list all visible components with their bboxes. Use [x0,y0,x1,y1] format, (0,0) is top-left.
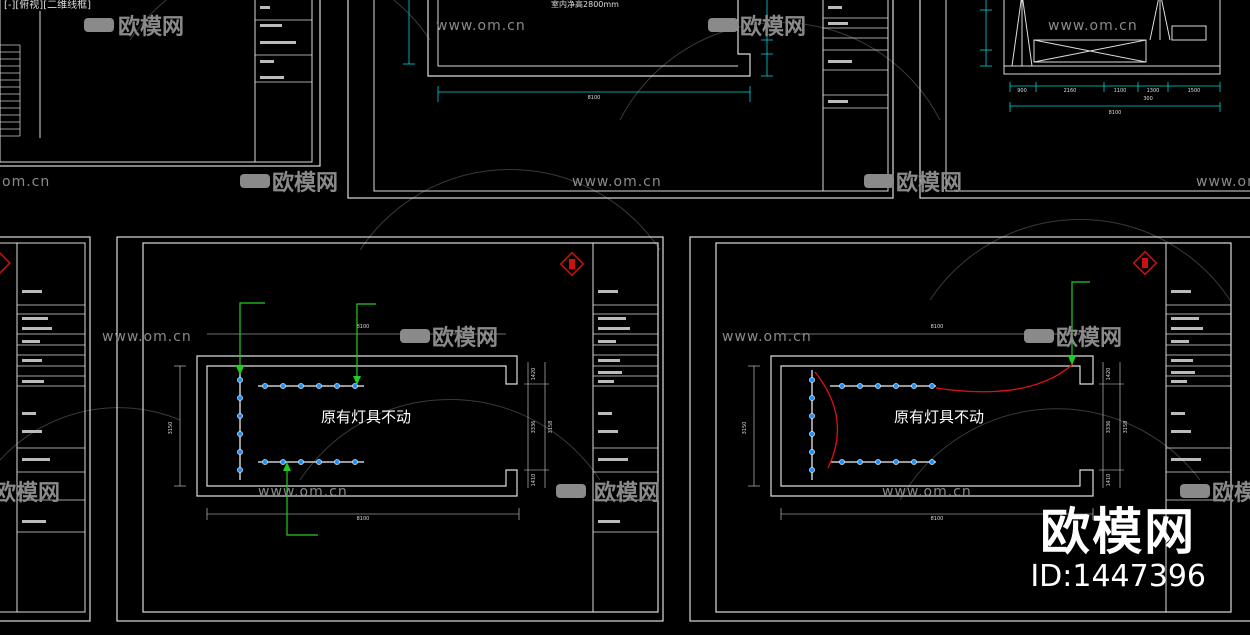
svg-text:om.cn: om.cn [2,174,50,190]
svg-text:欧模网: 欧模网 [432,325,498,351]
svg-text:www.om.cn: www.om.cn [436,18,526,34]
svg-text:1100: 1100 [1114,88,1127,94]
leader-arrowhead [1068,356,1076,365]
svg-text:2160: 2160 [1064,88,1077,94]
svg-text:www.om.cn: www.om.cn [102,329,192,345]
sheet-top-middle[interactable]: 室内净高2800mm 8100 [348,0,893,198]
svg-text:www.om.cn: www.om.cn [1048,18,1138,34]
svg-text:欧模网: 欧模网 [896,170,962,196]
title-block-rows [1166,305,1231,500]
title-block-text [260,6,296,79]
svg-text:3158: 3158 [1123,421,1129,434]
svg-text:900: 900 [1017,88,1027,94]
sheet-bottom-middle[interactable]: 8100 8100 3150 1420 3336 3158 1410 [117,237,663,621]
dimension-vertical [980,0,992,66]
svg-text:1500: 1500 [1188,88,1201,94]
svg-text:欧模网: 欧模网 [272,170,338,196]
dimension-text-bottom: 8100 [931,516,944,522]
stamp-icon [561,253,584,276]
svg-text:8100: 8100 [1109,110,1122,116]
dimension-text-top: 8100 [931,324,944,330]
sheet-border [348,0,893,198]
model-id: ID:1447396 [1030,560,1206,594]
svg-text:www.om.cn: www.om.cn [572,174,662,190]
stamp-icon [1134,252,1157,275]
sheet-bottom-left[interactable] [0,237,90,621]
dimension-text-left: 3150 [168,422,174,435]
svg-text:欧模网: 欧模网 [118,14,184,40]
svg-text:1300: 1300 [1147,88,1160,94]
brand-watermarks: 欧模网 欧模网 欧模网 欧模网 欧模网 欧模网 欧模网 欧模网 欧模网 [0,14,1250,506]
dimension-labels: 900 2160 1100 300 1300 1500 8100 [1017,88,1200,116]
stamp-icon [0,253,10,273]
brand-logo-icons [84,18,1210,498]
dimension-left [174,366,186,486]
dimension-right-labels: 1420 3336 3158 1410 [1106,368,1129,487]
room-height-caption: 室内净高2800mm [551,0,619,9]
sheet-border [0,237,90,621]
svg-text:欧模网: 欧模网 [0,480,60,506]
sheet-border [117,237,663,621]
dimension-right-labels: 1420 3336 3158 1410 [531,368,554,487]
elevation-drawing [1004,0,1220,74]
sheet-inner-border [0,243,85,612]
brand-badge: 欧模网 ID:1447396 [1030,504,1206,594]
watermark-arcs [0,0,1230,500]
viewport-label[interactable]: [-][俯视][二维线框] [2,0,93,11]
title-block-text [1171,290,1203,461]
svg-text:www.om.cn: www.om.cn [1196,174,1250,190]
svg-text:1410: 1410 [531,474,537,487]
room-outer-wall [428,0,750,76]
svg-text:3158: 3158 [548,421,554,434]
svg-text:欧模网: 欧模网 [1212,480,1250,506]
dimension-left [748,366,760,486]
svg-text:1420: 1420 [1106,368,1112,381]
svg-text:3336: 3336 [531,421,537,434]
svg-text:www.om.cn: www.om.cn [722,329,812,345]
legend-table [0,45,20,136]
dimension-text: 8100 [588,95,601,101]
room-note: 原有灯具不动 [321,408,411,426]
svg-text:1410: 1410 [1106,474,1112,487]
svg-text:欧模网: 欧模网 [740,14,806,40]
dimension-text-top: 8100 [357,324,370,330]
brand-name: 欧模网 [1030,504,1206,560]
dimension-text-bottom: 8100 [357,516,370,522]
title-block-rows [255,20,312,82]
dimension-horizontal [1010,82,1220,112]
svg-text:1420: 1420 [531,368,537,381]
sheet-inner-border [143,243,658,612]
room-note: 原有灯具不动 [894,408,984,426]
svg-text:欧模网: 欧模网 [594,480,660,506]
title-block-text [828,6,852,103]
svg-text:300: 300 [1143,96,1153,102]
svg-text:www.om.cn: www.om.cn [882,484,972,500]
svg-text:3336: 3336 [1106,421,1112,434]
svg-text:欧模网: 欧模网 [1056,325,1122,351]
svg-text:www.om.cn: www.om.cn [258,484,348,500]
dimension-text-left: 3150 [742,422,748,435]
